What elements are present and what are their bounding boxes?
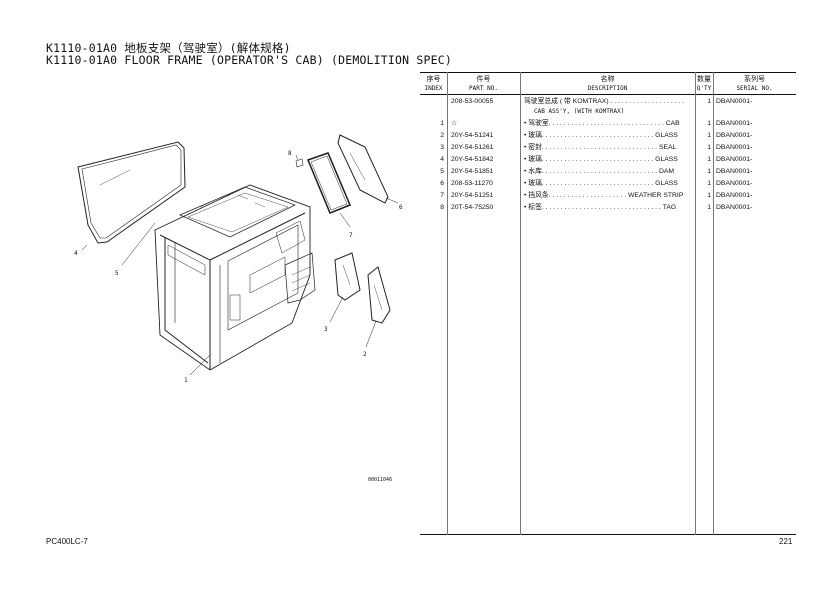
row-description: • 挡风条. . . . . . . . . . . . . . . . . .… xyxy=(524,192,684,199)
column-divider xyxy=(520,72,521,535)
row-qty: 1 xyxy=(707,180,711,187)
seal-illustration xyxy=(306,151,352,215)
row-qty: 1 xyxy=(707,156,711,163)
table-top-rule xyxy=(420,72,796,73)
row-qty: 1 xyxy=(707,144,711,151)
row-serial: DBAN0001- xyxy=(716,156,753,163)
row-qty: 1 xyxy=(707,120,711,127)
row-serial: DBAN0001- xyxy=(716,180,753,187)
row-qty: 1 xyxy=(707,168,711,175)
row-qty: 1 xyxy=(707,192,711,199)
dam-illustration xyxy=(334,252,361,301)
row-qty: 1 xyxy=(707,98,711,105)
row-serial: DBAN0001- xyxy=(716,132,753,139)
column-divider xyxy=(713,72,714,535)
row-index: 5 xyxy=(440,168,444,175)
row-serial: DBAN0001- xyxy=(716,204,753,211)
callout-1: 1 xyxy=(184,377,188,384)
callout-3: 3 xyxy=(324,326,328,333)
row-index: 3 xyxy=(440,144,444,151)
row-part-no: 20Y-54-51251 xyxy=(451,192,494,199)
row-index: 2 xyxy=(440,132,444,139)
row-description: 驾驶室总成 ( 带 KOMTRAX) . . . . . . . . . . .… xyxy=(524,98,685,105)
column-divider xyxy=(695,72,696,535)
row-index: 8 xyxy=(440,204,444,211)
row-serial: DBAN0001- xyxy=(716,168,753,175)
column-divider xyxy=(447,72,448,535)
callout-5: 5 xyxy=(115,270,119,277)
row-description: • 密封. . . . . . . . . . . . . . . . . . … xyxy=(524,144,677,151)
figure-code: 00011046 xyxy=(368,477,393,483)
row-index: 6 xyxy=(440,180,444,187)
row-serial: DBAN0001- xyxy=(716,144,753,151)
table-bottom-rule xyxy=(420,534,796,535)
callout-2: 2 xyxy=(363,351,367,358)
row-serial: DBAN0001- xyxy=(716,98,753,105)
callout-6: 6 xyxy=(399,204,403,211)
row-index: 4 xyxy=(440,156,444,163)
row-index: 1 xyxy=(440,120,444,127)
page-title-cn: K1110-01A0 地板支架（驾驶室）(解体规格) xyxy=(46,41,291,55)
cab-frame-illustration xyxy=(154,184,316,371)
row-part-no: 208-53-00055 xyxy=(451,98,494,105)
page-title-en: K1110-01A0 FLOOR FRAME (OPERATOR'S CAB) … xyxy=(46,53,453,67)
callout-7: 7 xyxy=(349,232,353,239)
row-description: • 玻璃. . . . . . . . . . . . . . . . . . … xyxy=(524,132,678,139)
row-description: CAB ASS'Y, (WITH KOMTRAX) xyxy=(534,108,625,115)
row-serial: DBAN0001- xyxy=(716,120,753,127)
row-part-no: 20Y-54-51241 xyxy=(451,132,494,139)
row-part-no: 20T-54-75250 xyxy=(451,204,494,211)
row-qty: 1 xyxy=(707,132,711,139)
row-description: • 驾驶室. . . . . . . . . . . . . . . . . .… xyxy=(524,120,680,127)
cab-exploded-illustration: 1 2 3 4 5 6 7 8 xyxy=(74,134,403,384)
row-serial: DBAN0001- xyxy=(716,192,753,199)
model-number: PC400LC-7 xyxy=(46,537,88,546)
row-part-no: 208-53-11270 xyxy=(451,180,493,187)
row-part-no: 20Y-54-51261 xyxy=(451,144,494,151)
row-part-no: 20Y-54-51851 xyxy=(451,168,494,175)
row-description: • 玻璃. . . . . . . . . . . . . . . . . . … xyxy=(524,180,678,187)
row-part-no: ☆ xyxy=(451,120,458,127)
glass-pane-lower-right-illustration xyxy=(367,266,391,324)
glass-pane-upper-right-illustration xyxy=(337,134,389,204)
row-part-no: 20Y-54-51842 xyxy=(451,156,494,163)
callout-8: 8 xyxy=(288,150,292,157)
row-qty: 1 xyxy=(707,204,711,211)
row-description: • 水库. . . . . . . . . . . . . . . . . . … xyxy=(524,168,675,175)
glass-pane-left-illustration xyxy=(77,141,186,244)
callout-4: 4 xyxy=(74,250,78,257)
page-number: 221 xyxy=(779,537,793,546)
table-header-rule xyxy=(420,94,796,95)
row-index: 7 xyxy=(440,192,444,199)
row-description: • 标签. . . . . . . . . . . . . . . . . . … xyxy=(524,204,677,211)
tag-illustration xyxy=(295,158,304,168)
row-description: • 玻璃. . . . . . . . . . . . . . . . . . … xyxy=(524,156,678,163)
